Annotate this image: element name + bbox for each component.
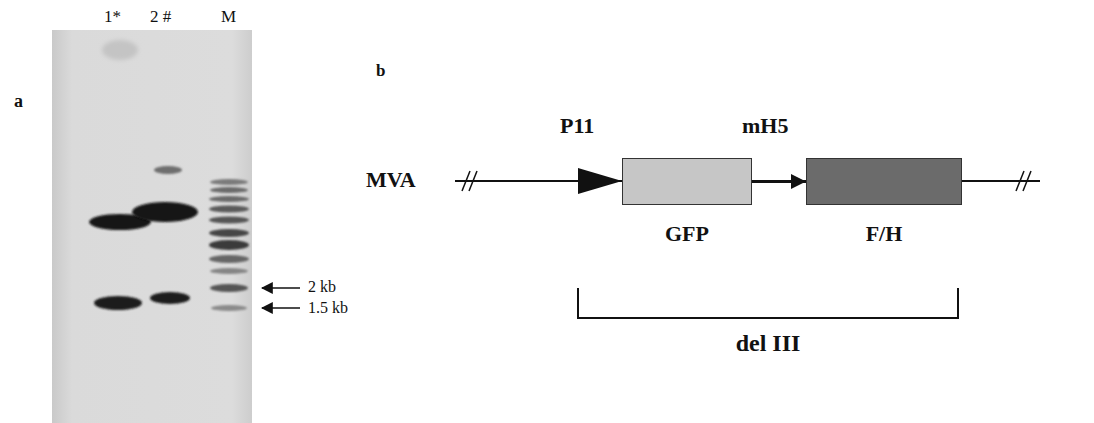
promoter-arrow (578, 168, 622, 194)
break-mark (462, 171, 470, 191)
figure-label: 1* (104, 8, 121, 27)
figure-label: a (14, 92, 23, 112)
figure-label: del III (736, 330, 801, 356)
size-arrow (262, 287, 300, 289)
promoter-connector (752, 180, 806, 183)
figure-label: 1.5 kb (308, 299, 348, 317)
break-mark (1023, 171, 1031, 191)
gene-name: F/H (866, 222, 903, 246)
figure-label: 2 kb (308, 278, 336, 296)
gel-background (52, 30, 252, 423)
size-arrow (262, 307, 300, 309)
figure-label: MVA (366, 168, 416, 192)
break-mark (469, 171, 477, 191)
figure-label: mH5 (742, 114, 788, 138)
figure-label: M (221, 8, 236, 27)
figure-label: 2 # (150, 8, 171, 27)
gene-box: GFP (622, 158, 752, 205)
gel-band (154, 166, 182, 174)
gel-band (150, 292, 190, 304)
gene-box: F/H (806, 158, 962, 205)
figure-label: P11 (560, 114, 594, 138)
marker-ladder (209, 179, 249, 311)
gel-band (94, 296, 142, 310)
gel-band (132, 202, 198, 222)
deletion-bracket (578, 288, 958, 318)
figure-label: b (376, 62, 385, 81)
gene-name: GFP (665, 222, 709, 246)
gel-smear (102, 40, 138, 60)
genome-line (962, 180, 1040, 182)
gel-image (52, 30, 300, 423)
break-mark (1016, 171, 1024, 191)
